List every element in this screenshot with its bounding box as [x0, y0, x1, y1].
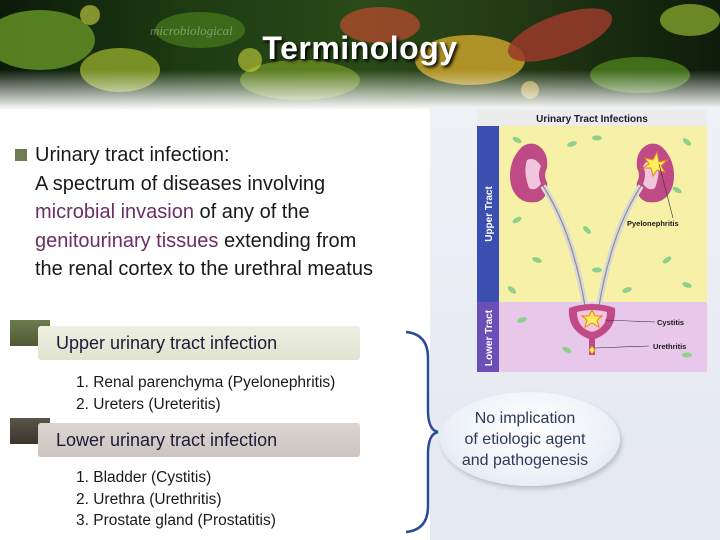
- lower-tract-band: [477, 302, 499, 372]
- upper-tract-band: [477, 126, 499, 302]
- highlight-microbial: microbial invasion: [35, 201, 194, 223]
- diagram-title: Urinary Tract Infections: [536, 114, 648, 125]
- term-label: Urinary tract infection:: [35, 144, 230, 166]
- slide-title: Terminology: [262, 30, 458, 66]
- lower-list: 1. Bladder (Cystitis) 2. Urethra (Urethr…: [76, 467, 276, 532]
- pyelonephritis-label: Pyelonephritis: [627, 219, 679, 228]
- banner-watermark: microbiological: [150, 23, 233, 38]
- definition-line-2: microbial invasion of any of the: [35, 201, 310, 223]
- definition-line-1: A spectrum of diseases involving: [35, 172, 326, 195]
- list-item: 3. Prostate gland (Prostatitis): [76, 512, 276, 529]
- definition-paragraph: Urinary tract infection: A spectrum of d…: [35, 141, 455, 284]
- grouping-brace: [405, 330, 439, 534]
- lower-tract-label: Lower Tract: [484, 309, 495, 366]
- banner-fade: [0, 70, 720, 110]
- list-item: 1. Renal parenchyma (Pyelonephritis): [76, 374, 336, 391]
- upper-list: 1. Renal parenchyma (Pyelonephritis) 2. …: [76, 372, 335, 415]
- list-item: 1. Bladder (Cystitis): [76, 469, 212, 486]
- upper-heading: Upper urinary tract infection: [38, 326, 360, 360]
- bladder: [568, 304, 616, 355]
- bacteria-dots: [507, 135, 692, 358]
- note-text: No implication of etiologic agent and pa…: [461, 410, 589, 469]
- left-kidney: [510, 143, 548, 203]
- urinary-tract-diagram: Urinary Tract Infections Upper Tract Low…: [477, 110, 707, 372]
- definition-line-3: genitourinary tissues extending from: [35, 229, 357, 252]
- definition-line-4: the renal cortex to the urethral meatus: [35, 258, 373, 280]
- cystitis-label: Cystitis: [657, 318, 684, 327]
- list-item: 2. Urethra (Urethritis): [76, 490, 222, 508]
- right-kidney: [636, 143, 674, 203]
- upper-tract-label: Upper Tract: [484, 186, 495, 242]
- bullet-square: [15, 149, 27, 161]
- highlight-genitourinary: genitourinary tissues: [35, 229, 219, 252]
- urethritis-label: Urethritis: [653, 342, 686, 351]
- lower-heading: Lower urinary tract infection: [38, 423, 360, 457]
- list-item: 2. Ureters (Ureteritis): [76, 395, 221, 413]
- note-bubble: [440, 392, 620, 486]
- header-banner: microbiological: [0, 0, 720, 110]
